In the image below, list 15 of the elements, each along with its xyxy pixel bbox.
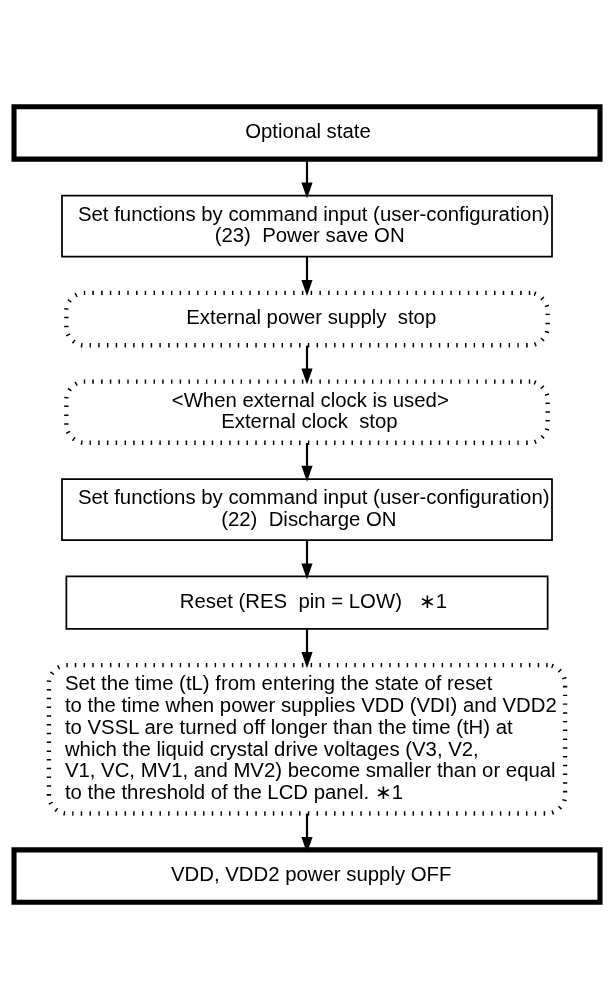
arrow xyxy=(301,159,313,198)
arrow xyxy=(301,345,313,385)
node-box: VDD, VDD2 power supply OFF xyxy=(11,846,603,905)
node-box: Optional state xyxy=(11,103,603,162)
arrow xyxy=(301,813,313,853)
arrow xyxy=(301,540,313,579)
node-box: Reset (RES pin = LOW) ∗1 xyxy=(65,575,549,630)
node-box: Set functions by command input (user-configuration) (23) Power save ON xyxy=(61,194,553,257)
node-box: <When external clock is used> External clock stop xyxy=(64,378,550,445)
arrow xyxy=(301,256,313,296)
node-box: External power supply stop xyxy=(64,290,550,347)
node-box: Set the time (tL) from entering the state of reset to the time when power supplies VDD (VDI) and VDD2 to VSSL are turned off longer than the time (tH) at which the liquid crystal drive voltages (V3, V2, V1, VC, MV1, and MV2) become smaller than or equal to the threshold of the LCD panel. ∗1 xyxy=(46,662,568,816)
arrow xyxy=(301,628,313,668)
node-box: Set functions by command input (user-configuration) (22) Discharge ON xyxy=(61,477,553,541)
arrow xyxy=(301,442,313,482)
